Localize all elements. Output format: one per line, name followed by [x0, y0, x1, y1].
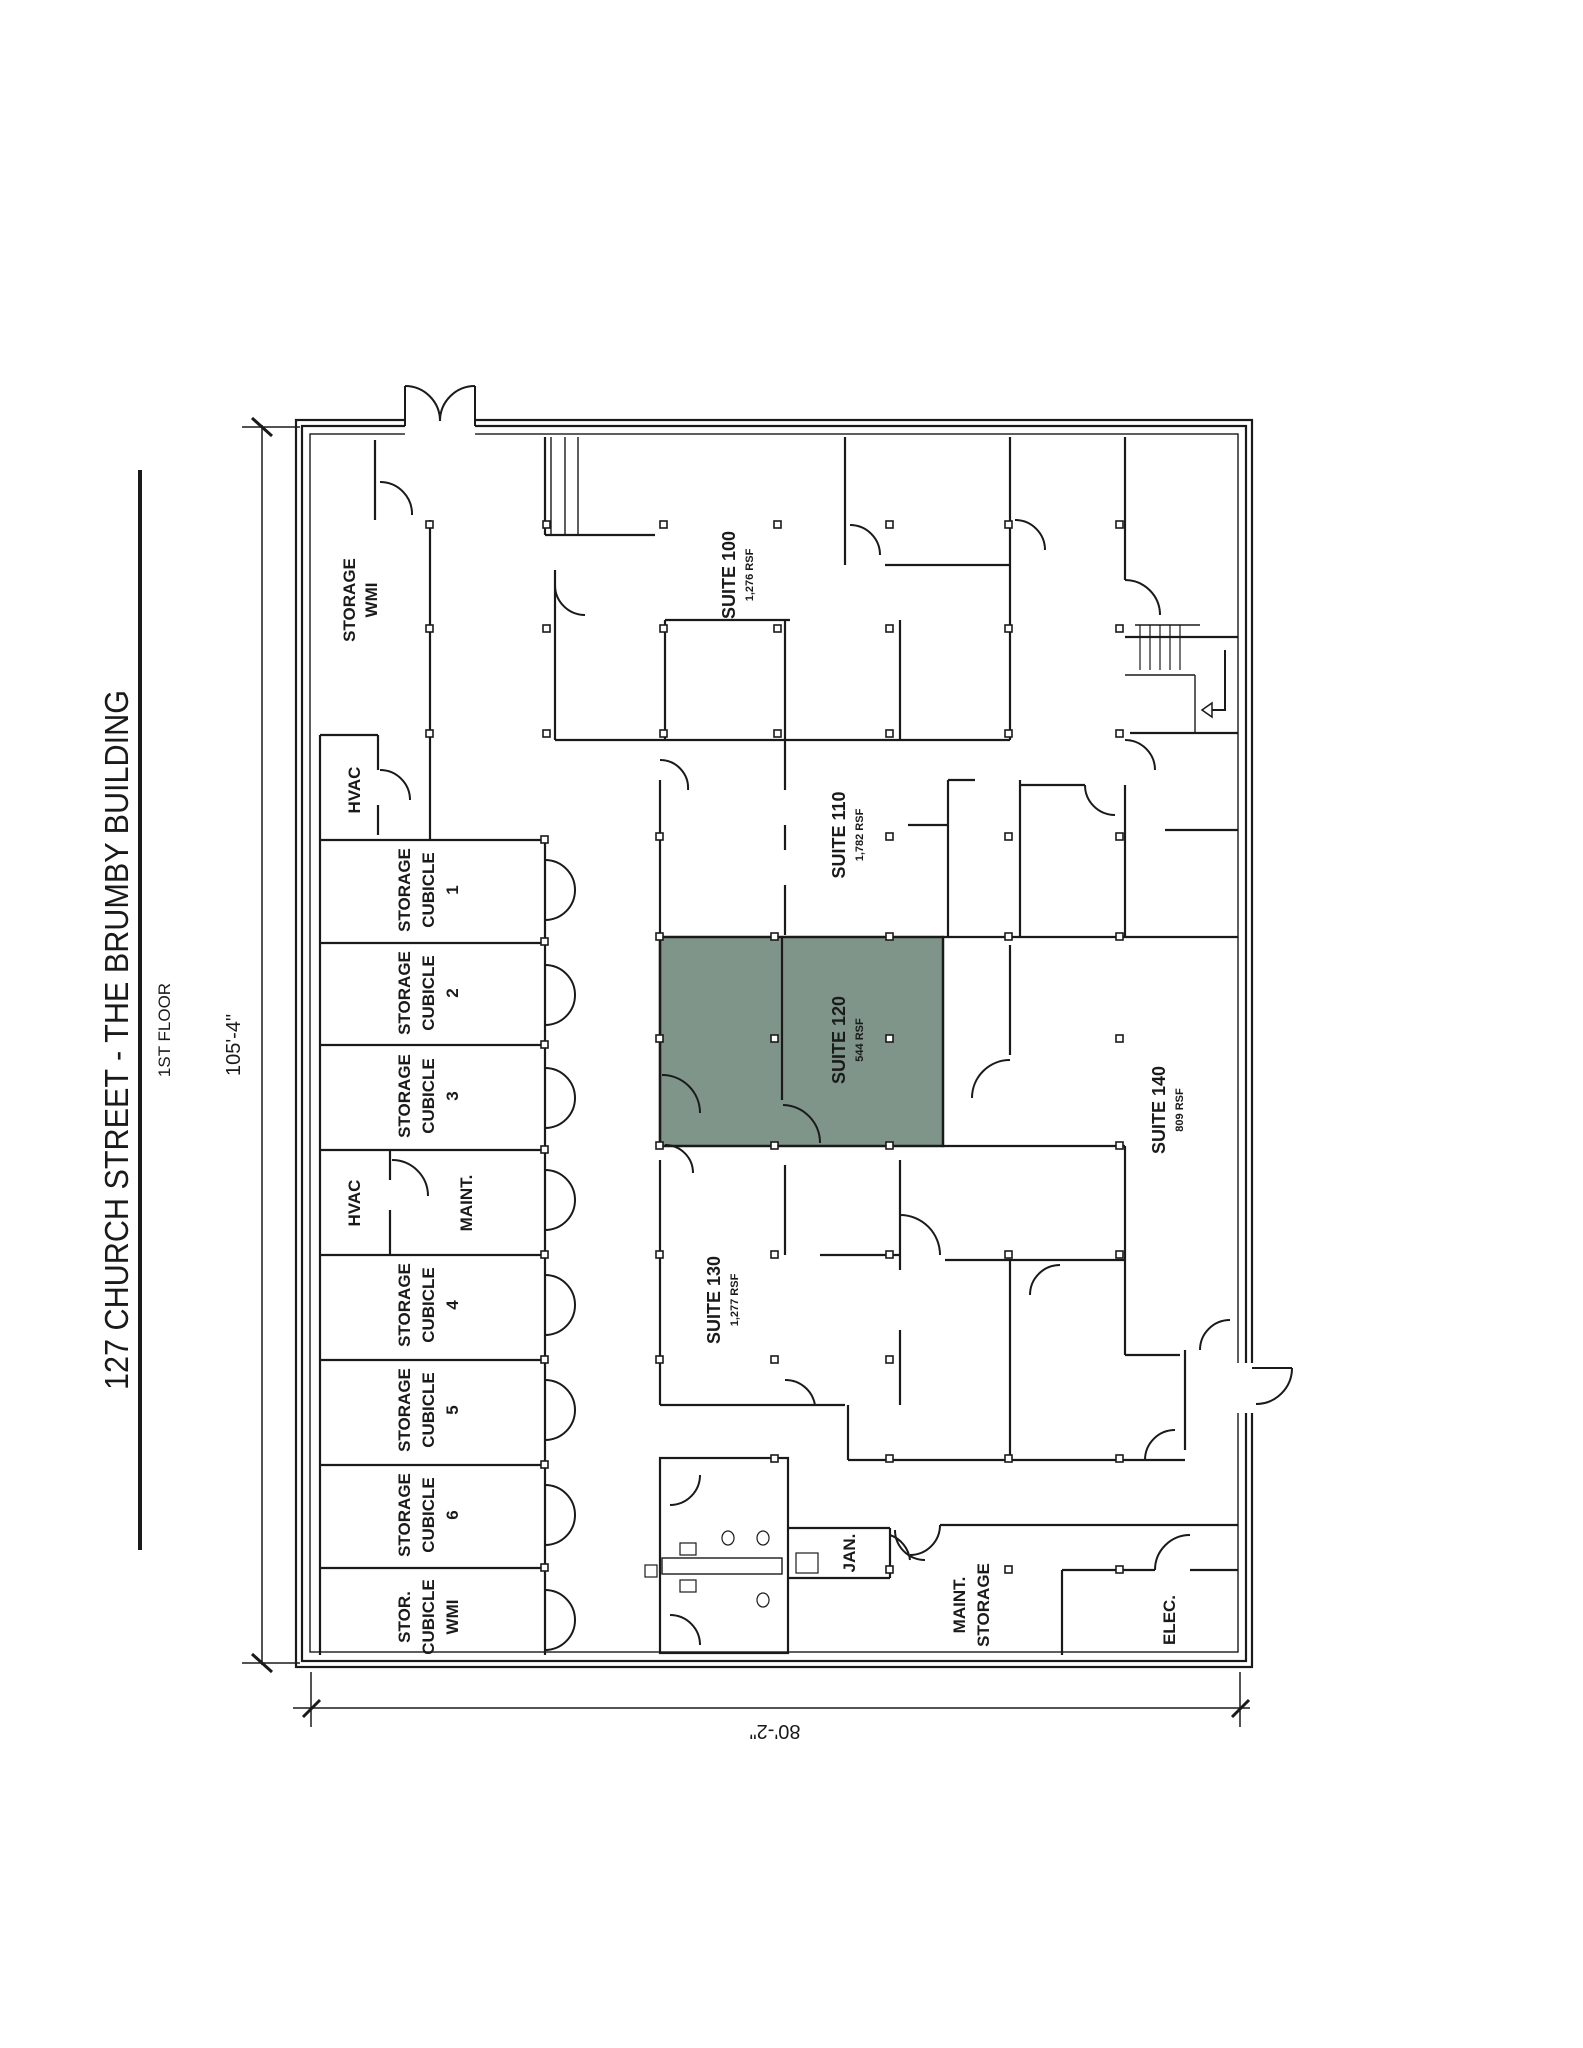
svg-text:CUBICLE: CUBICLE: [419, 955, 438, 1031]
svg-text:1,276 RSF: 1,276 RSF: [744, 548, 756, 601]
svg-text:STORAGE: STORAGE: [395, 951, 414, 1035]
suite-140-walls: [943, 945, 1231, 1450]
room-maint[interactable]: MAINT.: [457, 1175, 476, 1232]
jan-sink-icon: [795, 1552, 819, 1574]
svg-text:WMI: WMI: [362, 583, 381, 618]
toilet-icon: [756, 1530, 770, 1546]
svg-text:STORAGE: STORAGE: [395, 1473, 414, 1557]
suite-140-label[interactable]: SUITE 140 809 RSF: [1149, 1066, 1186, 1154]
suite-100-walls: [543, 437, 1238, 790]
svg-text:STOR.: STOR.: [395, 1591, 414, 1643]
title-underline: [138, 470, 142, 1550]
building-title: 127 CHURCH STREET - THE BRUMBY BUILDING: [98, 690, 135, 1390]
stair-direction-arrow: [1210, 650, 1226, 711]
room-storage-wmi[interactable]: STORAGE WMI: [340, 558, 381, 642]
suite-130-walls: [658, 1144, 1185, 1462]
svg-text:544 RSF: 544 RSF: [854, 1018, 866, 1062]
main-entry-doors[interactable]: [404, 385, 476, 426]
svg-text:3: 3: [443, 1091, 462, 1100]
svg-text:SUITE 130: SUITE 130: [704, 1256, 724, 1344]
svg-text:CUBICLE: CUBICLE: [419, 1267, 438, 1343]
svg-text:CUBICLE: CUBICLE: [419, 1372, 438, 1448]
room-jan[interactable]: JAN.: [840, 1534, 859, 1573]
room-storage-cubicle-1[interactable]: STORAGE CUBICLE 1: [395, 848, 462, 932]
svg-text:STORAGE: STORAGE: [395, 1263, 414, 1347]
toilet-icon: [756, 1592, 770, 1608]
room-labels: STORAGE WMI HVAC STORAGE CUBICLE 1 STORA…: [340, 531, 1186, 1655]
svg-text:STORAGE: STORAGE: [395, 1054, 414, 1138]
svg-text:1,277 RSF: 1,277 RSF: [729, 1273, 741, 1326]
svg-text:SUITE 140: SUITE 140: [1149, 1066, 1169, 1154]
suite-120-label[interactable]: SUITE 120 544 RSF: [829, 996, 866, 1084]
suite-120-highlight[interactable]: [658, 935, 945, 1148]
toilet-icon: [721, 1530, 735, 1546]
dimension-length: 105'-4": [223, 416, 300, 1674]
side-entry-door[interactable]: [1252, 1367, 1293, 1405]
svg-text:CUBICLE: CUBICLE: [419, 1058, 438, 1134]
suite-120-walls: [661, 937, 821, 1144]
restroom-block: [644, 1456, 926, 1655]
room-storage-cubicle-4[interactable]: STORAGE CUBICLE 4: [395, 1263, 462, 1347]
svg-text:1: 1: [443, 885, 462, 894]
svg-text:1,782 RSF: 1,782 RSF: [854, 808, 866, 861]
sink-icon: [679, 1579, 697, 1593]
svg-text:CUBICLE: CUBICLE: [419, 852, 438, 928]
structural-columns: [425, 520, 1124, 1574]
room-hvac-1[interactable]: HVAC: [345, 767, 364, 814]
svg-text:STORAGE: STORAGE: [395, 848, 414, 932]
svg-text:2: 2: [443, 988, 462, 997]
suite-130-label[interactable]: SUITE 130 1,277 RSF: [704, 1256, 741, 1344]
room-hvac-2[interactable]: HVAC: [345, 1180, 364, 1227]
room-storage-cubicle-wmi[interactable]: STOR. CUBICLE WMI: [395, 1579, 462, 1655]
suite-100-label[interactable]: SUITE 100 1,276 RSF: [719, 531, 756, 619]
room-storage-cubicle-3[interactable]: STORAGE CUBICLE 3: [395, 1054, 462, 1138]
sink-icon: [679, 1542, 697, 1556]
wall-fixture-icon: [644, 1564, 658, 1578]
width-dimension-label: 80'-2": [750, 1720, 801, 1742]
stairwell: [1124, 624, 1238, 771]
svg-text:CUBICLE: CUBICLE: [419, 1477, 438, 1553]
svg-text:5: 5: [443, 1405, 462, 1414]
svg-text:SUITE 110: SUITE 110: [829, 791, 849, 878]
svg-text:SUITE 120: SUITE 120: [829, 996, 849, 1084]
suite-110-label[interactable]: SUITE 110 1,782 RSF: [829, 791, 866, 878]
svg-text:WMI: WMI: [443, 1600, 462, 1635]
svg-text:6: 6: [443, 1510, 462, 1519]
room-storage-cubicle-6[interactable]: STORAGE CUBICLE 6: [395, 1473, 462, 1557]
svg-text:STORAGE: STORAGE: [395, 1368, 414, 1452]
floor-label: 1ST FLOOR: [155, 983, 174, 1077]
room-storage-cubicle-2[interactable]: STORAGE CUBICLE 2: [395, 951, 462, 1035]
room-maint-storage[interactable]: MAINT. STORAGE: [950, 1563, 993, 1647]
service-rooms: [909, 1523, 1238, 1655]
title-block: 127 CHURCH STREET - THE BRUMBY BUILDING …: [98, 470, 174, 1550]
room-elec[interactable]: ELEC.: [1160, 1595, 1179, 1645]
dimension-width: 80'-2": [293, 1672, 1251, 1742]
svg-text:4: 4: [443, 1300, 462, 1310]
cubicle-doors[interactable]: [544, 859, 576, 1651]
svg-text:CUBICLE: CUBICLE: [419, 1579, 438, 1655]
vestibule-lines: [550, 437, 579, 535]
room-storage-cubicle-5[interactable]: STORAGE CUBICLE 5: [395, 1368, 462, 1452]
svg-text:MAINT.: MAINT.: [950, 1577, 969, 1634]
left-storage-wing: [318, 440, 547, 1655]
svg-text:809 RSF: 809 RSF: [1174, 1088, 1186, 1132]
svg-text:STORAGE: STORAGE: [340, 558, 359, 642]
svg-text:STORAGE: STORAGE: [974, 1563, 993, 1647]
length-dimension-label: 105'-4": [223, 1014, 245, 1076]
suite-110-walls: [658, 758, 1238, 1146]
svg-text:SUITE 100: SUITE 100: [719, 531, 739, 619]
